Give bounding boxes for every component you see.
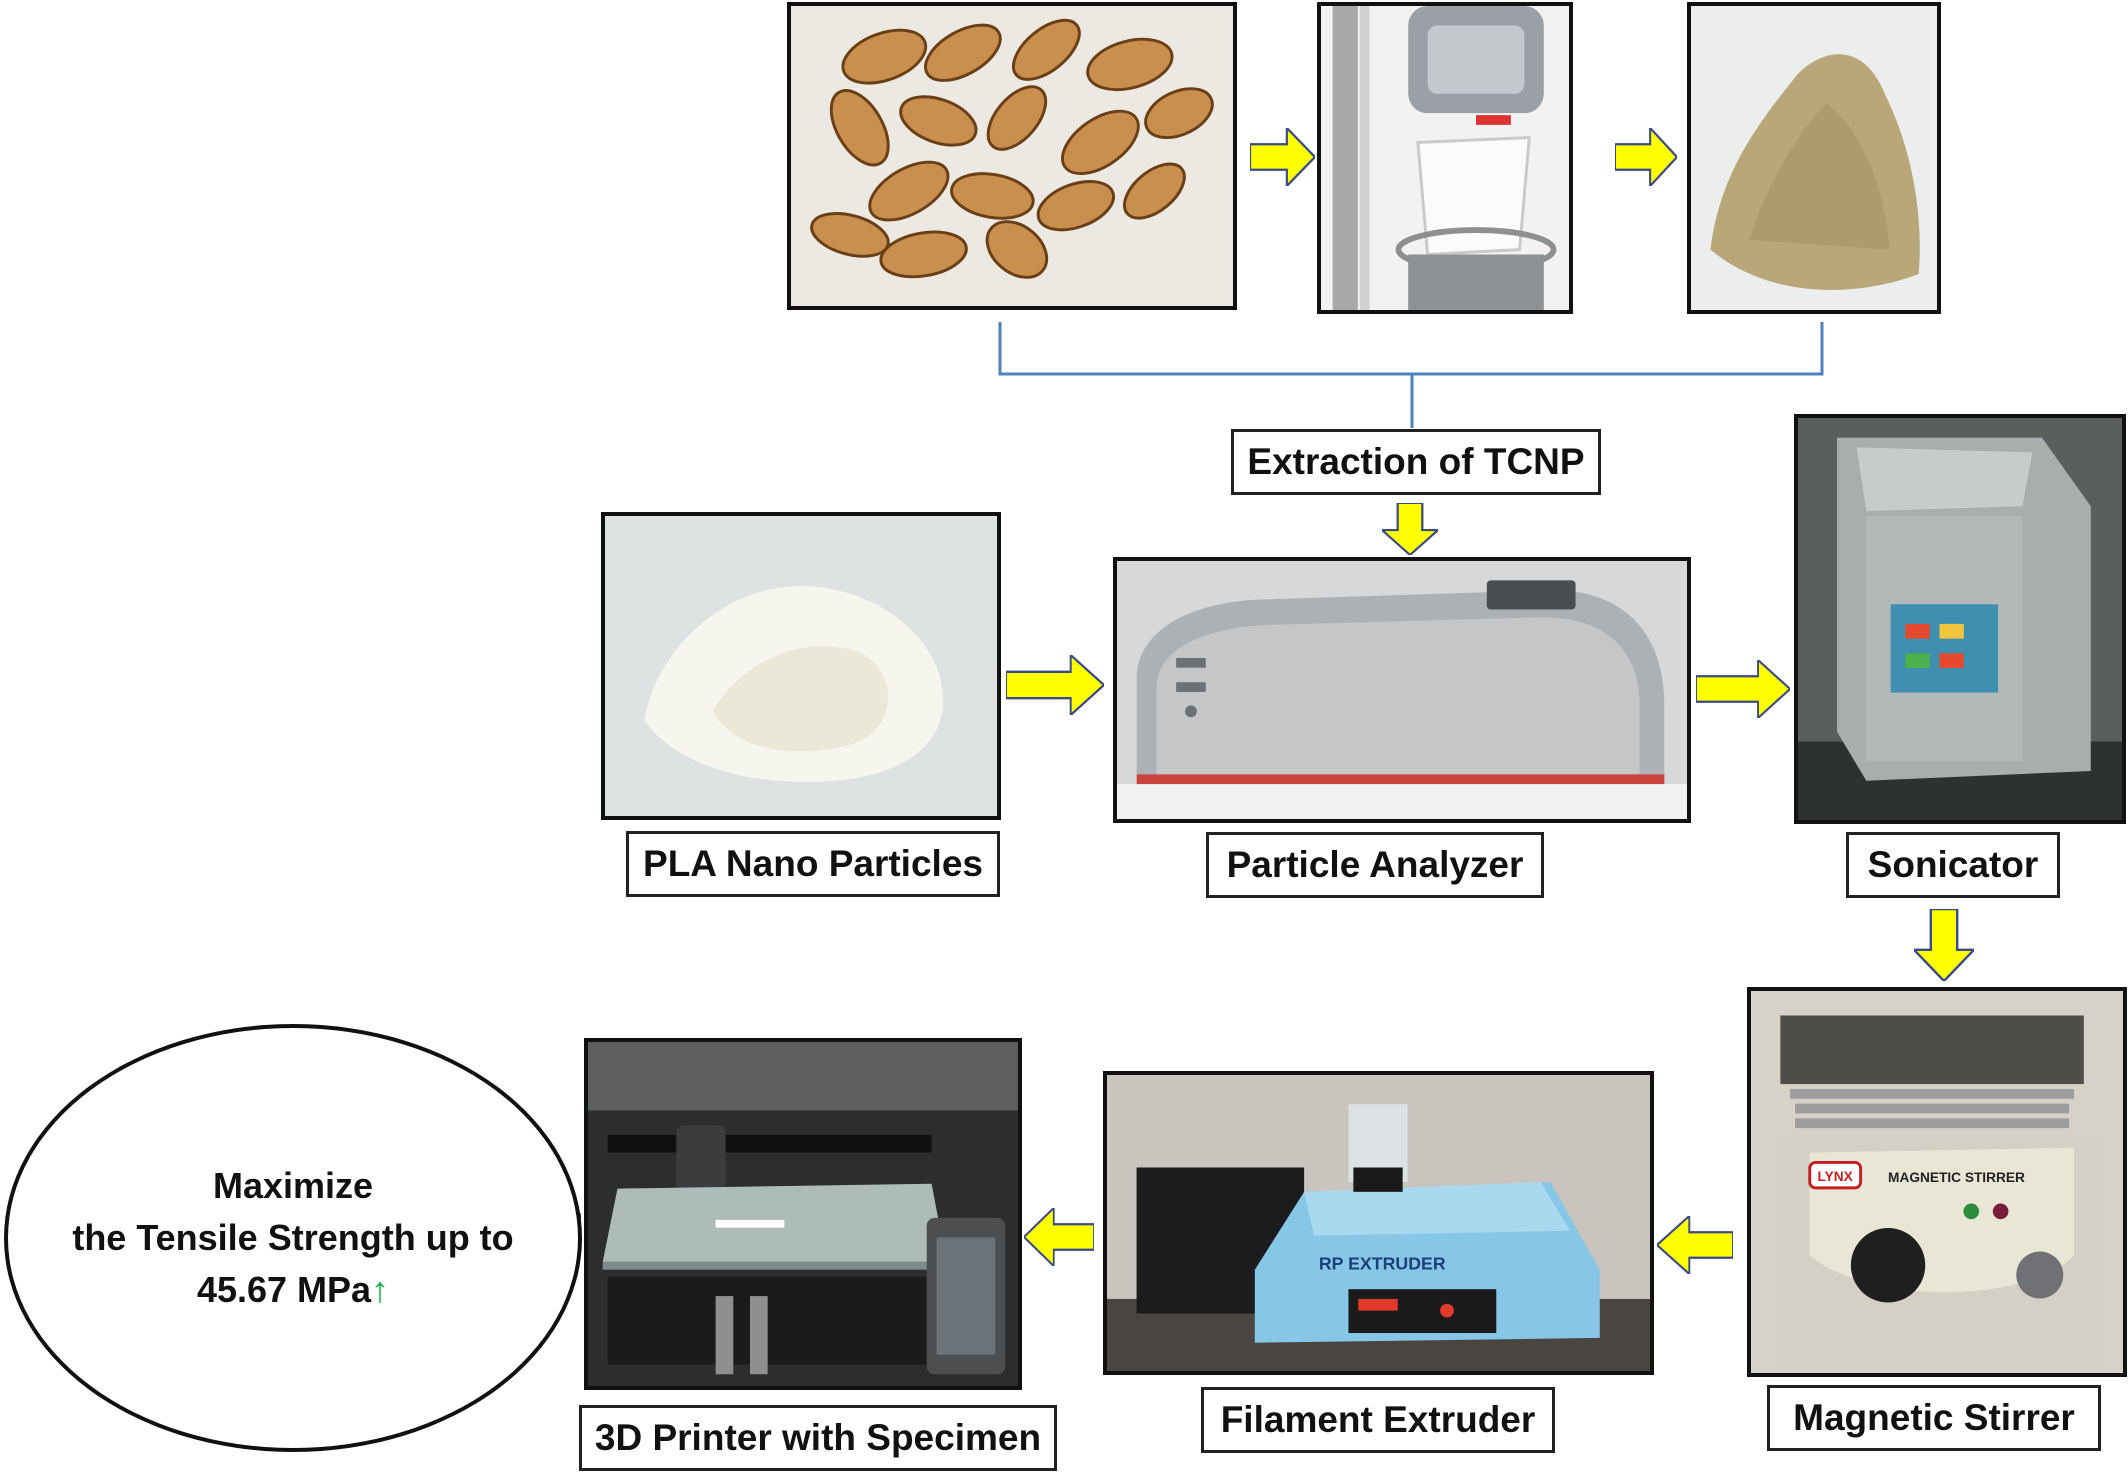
arrow-right-pla-to-analyzer <box>1006 655 1104 715</box>
label-extraction-of-tcnp: Extraction of TCNP <box>1231 429 1601 495</box>
goal-value: 45.67 MPa <box>196 1269 372 1311</box>
label-filament-extruder: Filament Extruder <box>1201 1387 1555 1453</box>
sonicator-image <box>1798 418 2122 820</box>
magnetic-stirrer-photo: LYNX MAGNETIC STIRRER <box>1747 987 2127 1377</box>
goal-ellipse: Maximize the Tensile Strength up to 45.6… <box>4 1024 582 1452</box>
3d-printer-photo <box>584 1038 1022 1390</box>
up-arrow-icon: ↑ <box>371 1269 390 1311</box>
arrow-left-extruder-to-printer <box>1024 1208 1094 1266</box>
arrow-down-extraction-to-analyzer <box>1382 503 1438 555</box>
pla-powder-photo <box>601 512 1001 820</box>
particle-analyzer-photo <box>1113 557 1691 823</box>
analyzer-image <box>1117 561 1687 819</box>
arrow-down-sonicator-to-stirrer <box>1914 909 1974 981</box>
filament-extruder-photo: RP EXTRUDER <box>1103 1071 1654 1375</box>
label-magnetic-stirrer: Magnetic Stirrer <box>1767 1385 2101 1451</box>
stirrer-panel-text: MAGNETIC STIRRER <box>1888 1170 2025 1185</box>
arrow-left-stirrer-to-extruder <box>1657 1216 1733 1274</box>
extruder-image: RP EXTRUDER <box>1107 1075 1650 1371</box>
goal-line-maximize: Maximize <box>212 1164 374 1206</box>
stirrer-image: LYNX MAGNETIC STIRRER <box>1751 991 2123 1373</box>
grinder-image <box>1321 6 1569 310</box>
arrow-right-analyzer-to-sonicator <box>1696 660 1790 718</box>
extruder-panel-text: RP EXTRUDER <box>1319 1254 1446 1274</box>
goal-line-tensile-strength: the Tensile Strength up to <box>72 1216 514 1258</box>
label-sonicator: Sonicator <box>1846 832 2060 898</box>
label-pla-nano-particles: PLA Nano Particles <box>626 831 1000 897</box>
printer-image <box>588 1042 1018 1386</box>
powder-image <box>1691 6 1937 310</box>
grinder-photo <box>1317 2 1573 314</box>
label-particle-analyzer: Particle Analyzer <box>1206 832 1544 898</box>
pla-image <box>605 516 997 816</box>
stirrer-brand-text: LYNX <box>1818 1169 1854 1184</box>
goal-value-line: 45.67 MPa↑ <box>197 1264 389 1316</box>
seeds-image <box>791 6 1233 306</box>
label-3d-printer-with-specimen: 3D Printer with Specimen <box>579 1405 1057 1471</box>
tcnp-powder-photo <box>1687 2 1941 314</box>
sonicator-photo <box>1794 414 2126 824</box>
arrow-right-grinder-to-powder <box>1615 128 1677 186</box>
tcnp-seeds-photo <box>787 2 1237 310</box>
arrow-right-seeds-to-grinder <box>1250 128 1315 186</box>
